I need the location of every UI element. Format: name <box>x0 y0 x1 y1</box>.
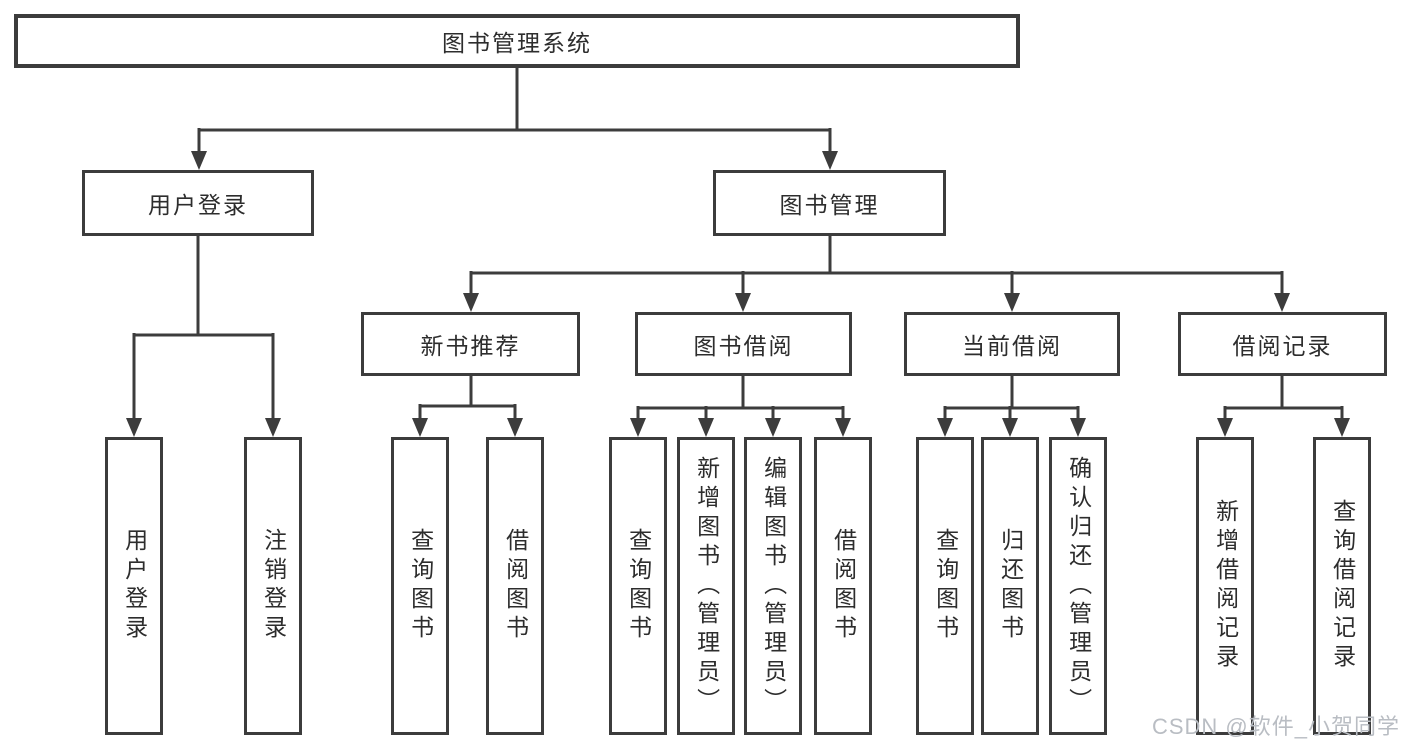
arrowheads <box>126 151 1350 437</box>
node-label: 图书管理 <box>779 192 880 218</box>
node-label: 确认归还（管理员） <box>1065 455 1092 717</box>
node-label: 查询借阅记录 <box>1329 499 1356 673</box>
node-user-login: 用户登录 <box>82 170 314 236</box>
node-label: 查询图书 <box>407 528 434 644</box>
node-label: 新增借阅记录 <box>1212 499 1239 673</box>
node-book-borrowing: 图书借阅 <box>635 312 852 376</box>
node-label: 注销登录 <box>260 528 287 644</box>
node-label: 归还图书 <box>997 528 1024 644</box>
leaf-query-books-recommend: 查询图书 <box>391 437 449 735</box>
node-current-borrowing: 当前借阅 <box>904 312 1120 376</box>
node-label: 用户登录 <box>121 528 148 644</box>
node-library-management-system: 图书管理系统 <box>14 14 1020 68</box>
leaf-edit-book-admin: 编辑图书（管理员） <box>744 437 802 735</box>
node-label: 图书借阅 <box>693 333 794 359</box>
node-label: 查询图书 <box>932 528 959 644</box>
leaf-confirm-return-admin: 确认归还（管理员） <box>1049 437 1107 735</box>
node-new-book-recommendation: 新书推荐 <box>361 312 580 376</box>
leaf-query-books-borrowing: 查询图书 <box>609 437 667 735</box>
node-label: 新书推荐 <box>420 333 521 359</box>
leaf-return-book: 归还图书 <box>981 437 1039 735</box>
leaf-add-borrow-record: 新增借阅记录 <box>1196 437 1254 735</box>
node-book-management: 图书管理 <box>713 170 946 236</box>
leaf-add-book-admin: 新增图书（管理员） <box>677 437 735 735</box>
node-label: 借阅图书 <box>502 528 529 644</box>
csdn-watermark: CSDN @软件_小贺同学 <box>1151 714 1400 739</box>
leaf-logout: 注销登录 <box>244 437 302 735</box>
node-label: 编辑图书（管理员） <box>760 455 787 717</box>
node-label: 新增图书（管理员） <box>693 455 720 717</box>
leaf-user-login: 用户登录 <box>105 437 163 735</box>
node-label: 借阅记录 <box>1232 333 1333 359</box>
node-borrowing-records: 借阅记录 <box>1178 312 1387 376</box>
node-label: 图书管理系统 <box>442 30 592 56</box>
leaf-borrow-books-recommend: 借阅图书 <box>486 437 544 735</box>
node-label: 查询图书 <box>625 528 652 644</box>
node-label: 用户登录 <box>148 192 248 218</box>
node-label: 当前借阅 <box>962 333 1062 359</box>
leaf-borrow-books-borrowing: 借阅图书 <box>814 437 872 735</box>
leaf-query-borrow-record: 查询借阅记录 <box>1313 437 1371 735</box>
node-label: 借阅图书 <box>830 528 857 644</box>
leaf-query-books-current: 查询图书 <box>916 437 974 735</box>
